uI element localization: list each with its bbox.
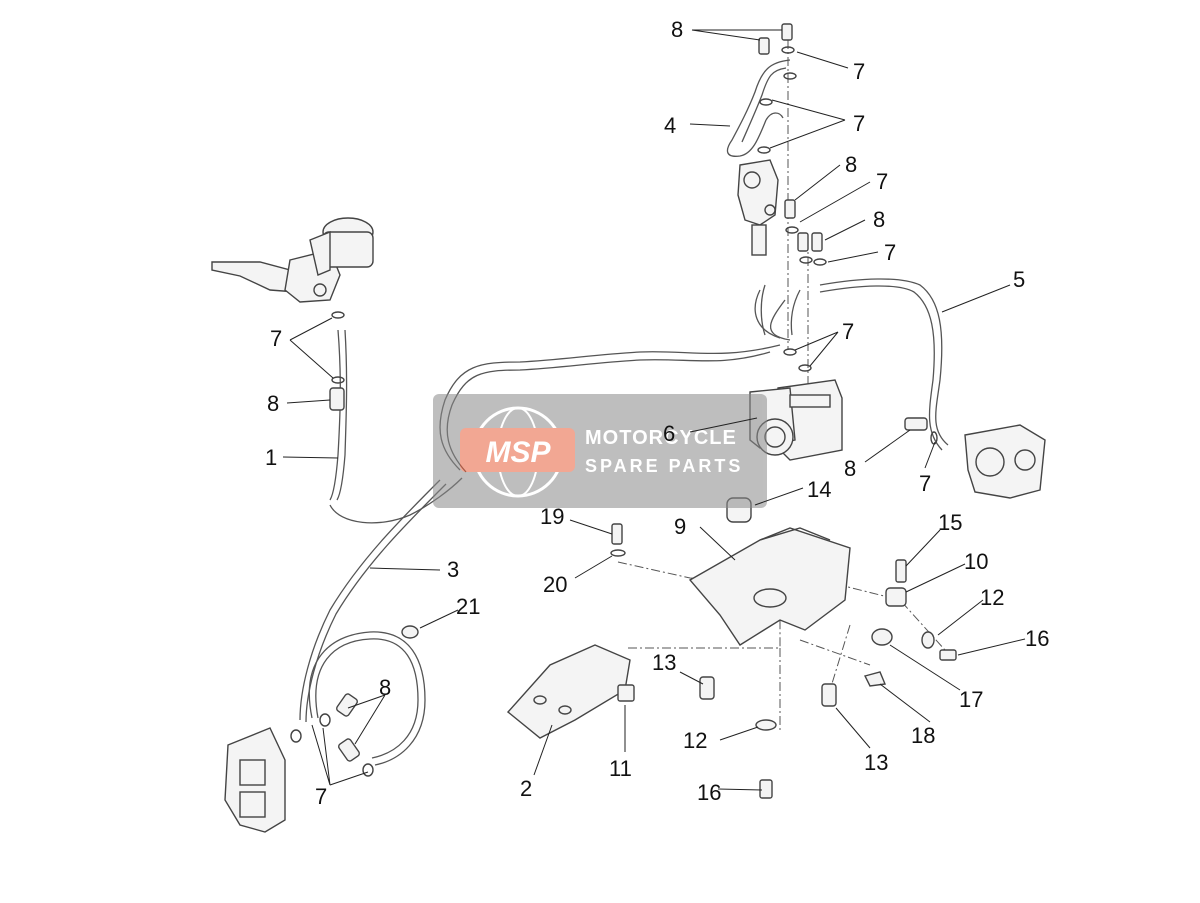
callout-7: 7 — [853, 111, 865, 136]
watermark-logo: MSP — [485, 436, 551, 469]
callout-7: 7 — [315, 784, 327, 809]
callout-8: 8 — [845, 152, 857, 177]
callout-15: 15 — [938, 510, 962, 535]
callout-13: 13 — [864, 750, 888, 775]
front-master-cylinder — [211, 217, 374, 303]
callout-8: 8 — [873, 207, 885, 232]
callout-7: 7 — [876, 169, 888, 194]
callout-8: 8 — [671, 17, 683, 42]
callout-7: 7 — [884, 240, 896, 265]
callout-13: 13 — [652, 650, 676, 675]
callout-7: 7 — [842, 319, 854, 344]
small-hardware — [401, 497, 957, 799]
callout-2: 2 — [520, 776, 532, 801]
watermark-band — [433, 394, 767, 508]
callout-14: 14 — [807, 477, 831, 502]
callout-19: 19 — [540, 504, 564, 529]
callout-6: 6 — [663, 421, 675, 446]
callout-10: 10 — [964, 549, 988, 574]
watermark-line2: SPARE PARTS — [585, 456, 743, 476]
callout-5: 5 — [1013, 267, 1025, 292]
callout-18: 18 — [911, 723, 935, 748]
watermark: MSP MOTORCYCLE SPARE PARTS — [433, 394, 767, 508]
callout-8: 8 — [844, 456, 856, 481]
callout-8: 8 — [379, 675, 391, 700]
callout-12: 12 — [683, 728, 707, 753]
callout-1: 1 — [265, 445, 277, 470]
callout-4: 4 — [664, 113, 676, 138]
callout-7: 7 — [919, 471, 931, 496]
support-plate — [506, 644, 631, 739]
callout-21: 21 — [456, 594, 480, 619]
callout-12: 12 — [980, 585, 1004, 610]
callout-11: 11 — [609, 756, 632, 781]
callout-20: 20 — [543, 572, 567, 597]
front-caliper — [224, 727, 286, 833]
watermark-line1: MOTORCYCLE — [585, 427, 737, 449]
abs-bracket — [688, 527, 851, 646]
callout-9: 9 — [674, 514, 686, 539]
rear-master-cylinder — [737, 159, 779, 256]
banjo-bolts-and-washers — [290, 23, 938, 777]
callout-3: 3 — [447, 557, 459, 582]
leader-lines — [282, 29, 1026, 791]
callout-16: 16 — [1025, 626, 1049, 651]
brake-lines — [299, 59, 949, 766]
callout-17: 17 — [959, 687, 983, 712]
callout-8: 8 — [267, 391, 279, 416]
rear-caliper — [964, 424, 1046, 499]
watermark-logo-box — [460, 428, 575, 472]
callout-16: 16 — [697, 780, 721, 805]
callout-7: 7 — [270, 326, 282, 351]
callout-7: 7 — [853, 59, 865, 84]
callout-numbers: 8 7 4 7 8 7 8 7 5 7 6 8 7 7 8 1 14 19 15… — [265, 17, 1049, 809]
